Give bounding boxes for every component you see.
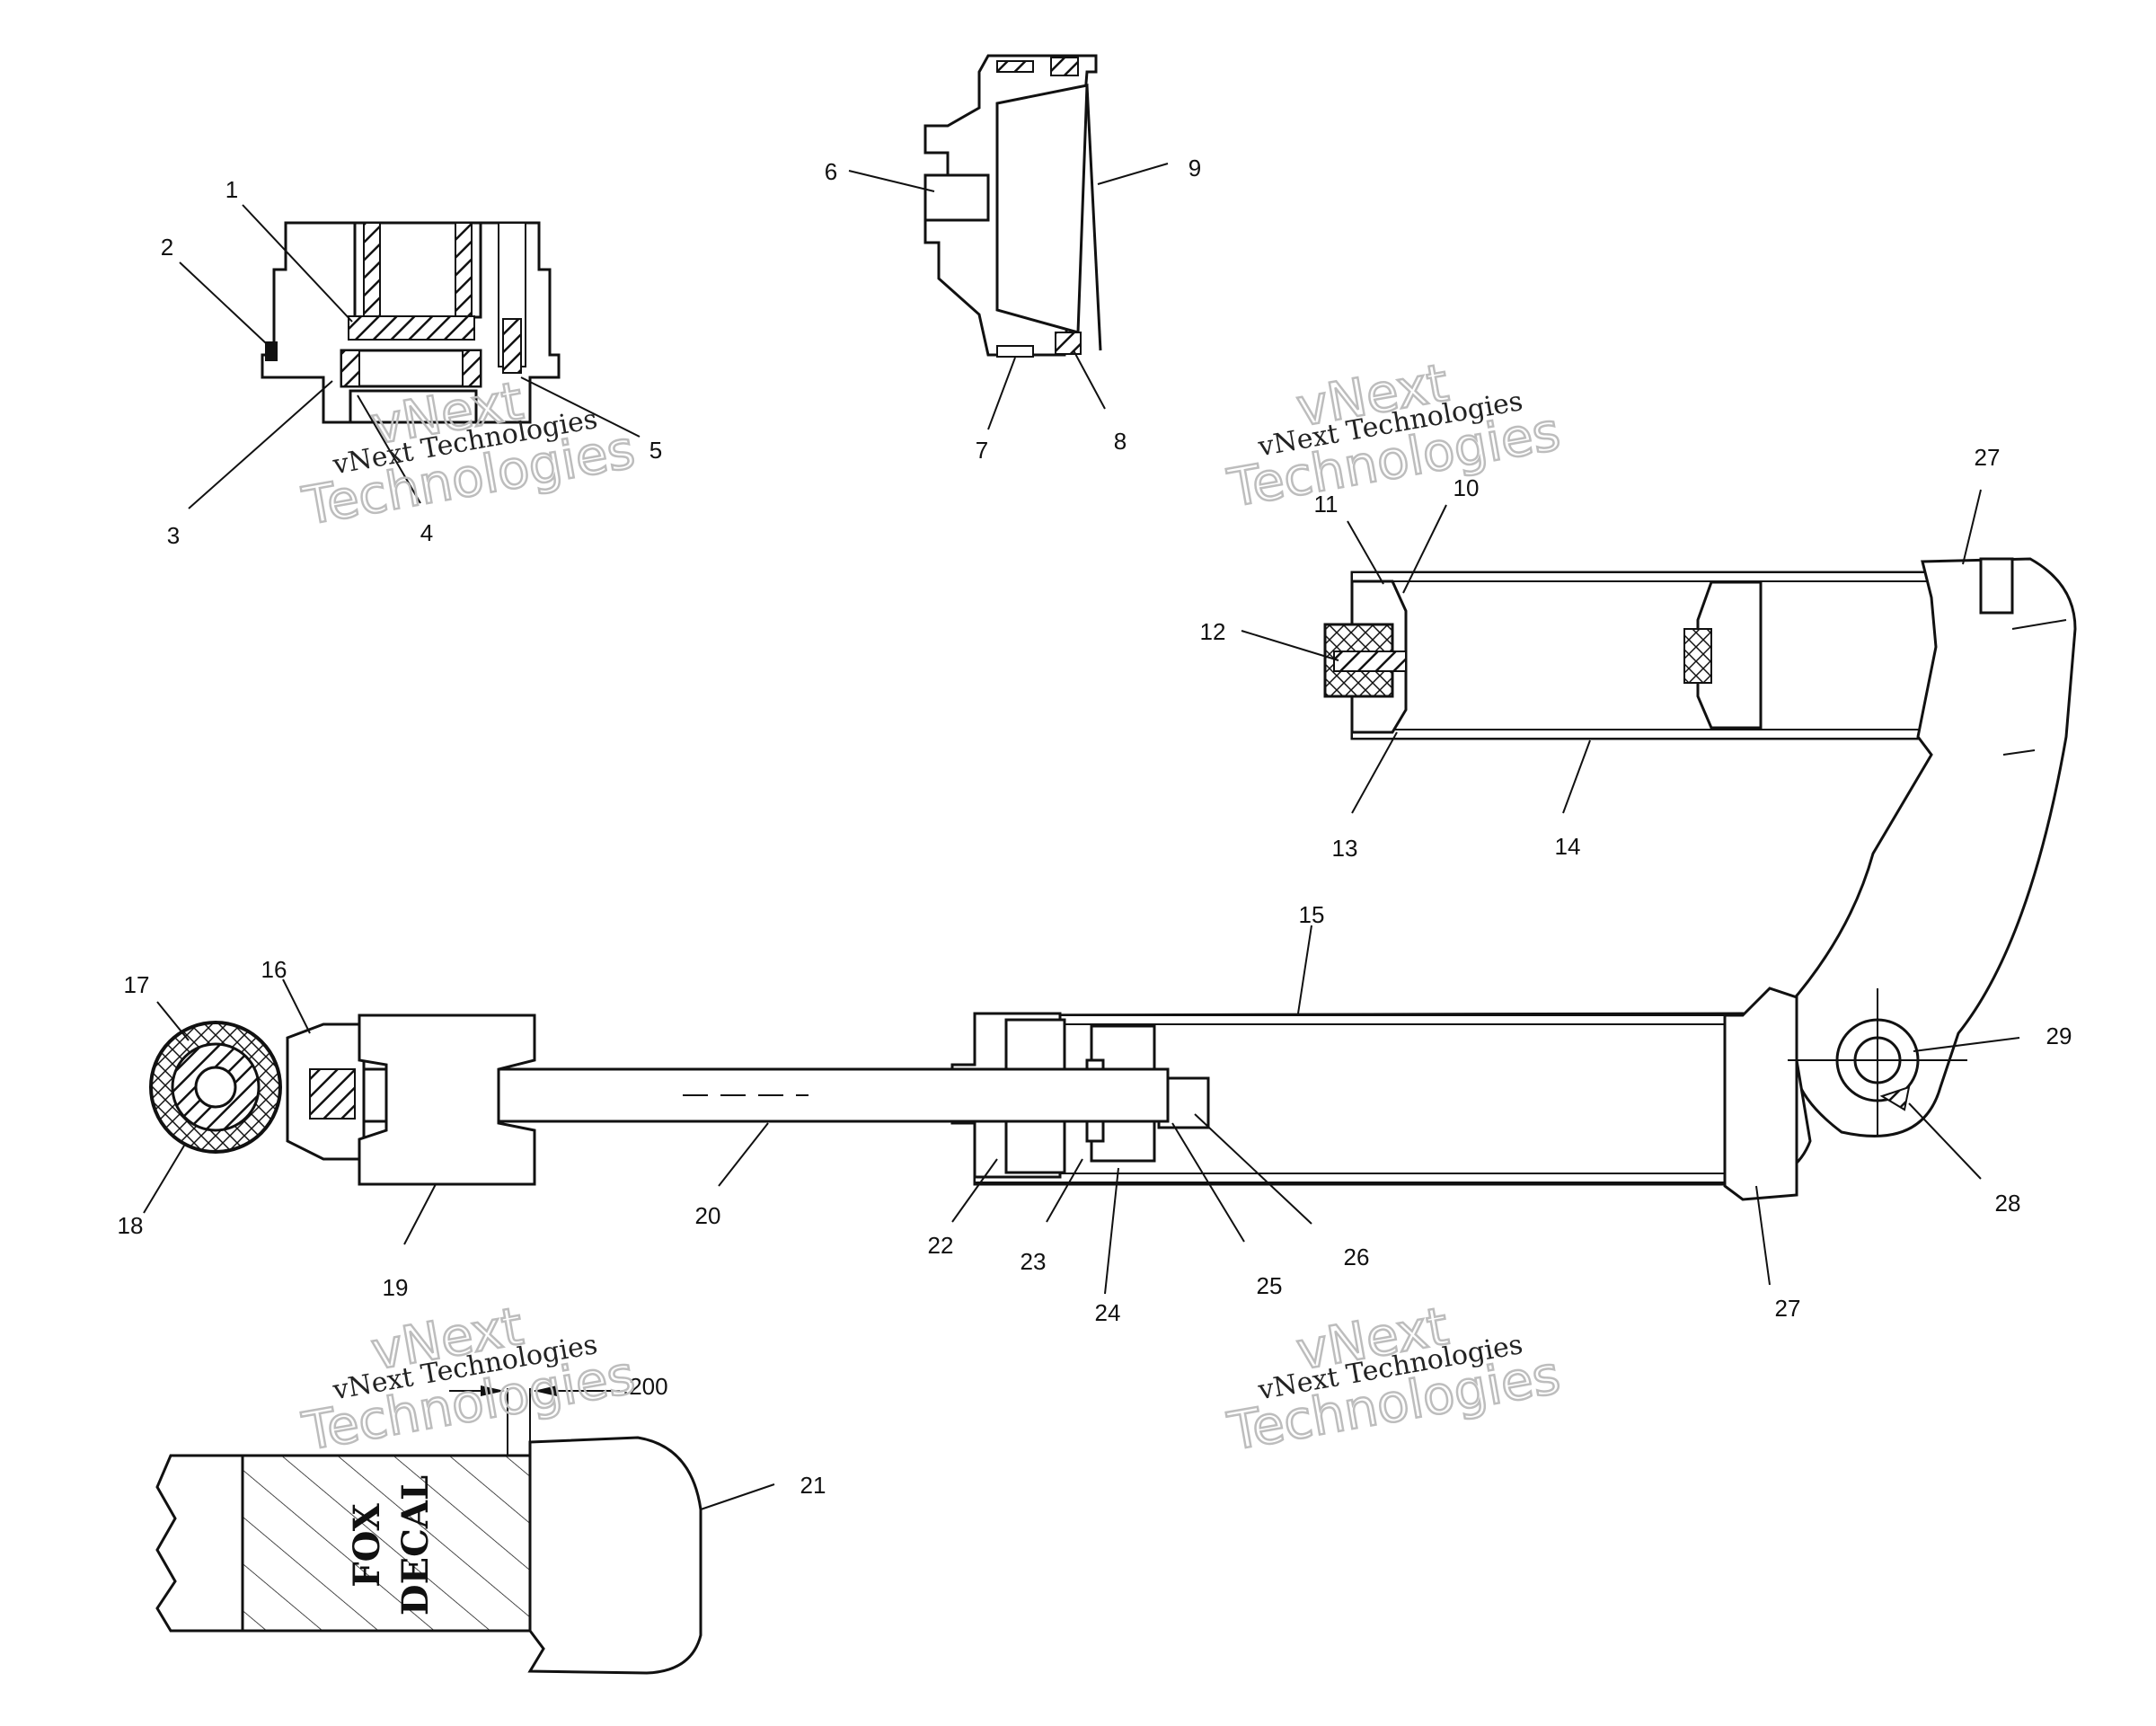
callout-12: 12 — [1200, 618, 1226, 645]
decal-line-1: FOX — [346, 1503, 388, 1588]
callout-21: 21 — [800, 1472, 826, 1499]
callout-20: 20 — [695, 1202, 721, 1229]
callout-26: 26 — [1344, 1244, 1370, 1270]
callout-4: 4 — [420, 519, 433, 546]
callout-labels: 1 2 3 4 5 6 7 8 9 10 11 12 13 14 15 16 1… — [118, 155, 2072, 1499]
callout-22: 22 — [928, 1232, 954, 1259]
watermark-top-right: vNext Technologies vNext Technologies — [1223, 350, 1566, 520]
shaft-and-eyelet — [149, 1013, 1170, 1186]
callout-6: 6 — [825, 158, 837, 185]
callout-29: 29 — [2046, 1022, 2072, 1049]
callout-1: 1 — [225, 176, 238, 203]
decal-band-detail — [155, 1385, 702, 1675]
callout-8: 8 — [1114, 428, 1127, 455]
callout-10: 10 — [1454, 474, 1480, 501]
dimension-label: .200 — [623, 1373, 668, 1400]
piston-detail — [923, 54, 1102, 358]
watermark-bottom-right: vNext Technologies vNext Technologies — [1223, 1294, 1566, 1464]
callout-3: 3 — [167, 522, 180, 549]
callout-11: 11 — [1314, 491, 1339, 518]
callout-13: 13 — [1332, 835, 1358, 862]
callout-27-top: 27 — [1975, 444, 2001, 471]
callout-25: 25 — [1257, 1272, 1283, 1299]
callout-28: 28 — [1995, 1190, 2021, 1217]
callout-5: 5 — [649, 437, 662, 464]
reservoir-assembly — [1323, 571, 1974, 740]
callout-15: 15 — [1299, 901, 1325, 928]
decal-line-2: DECAL — [394, 1475, 437, 1615]
decal-text: FOX DECAL — [346, 1475, 437, 1615]
leader-lines — [143, 163, 2020, 1510]
callout-24: 24 — [1095, 1299, 1121, 1326]
callout-2: 2 — [161, 234, 173, 261]
callout-19: 19 — [383, 1274, 409, 1301]
callout-17: 17 — [124, 971, 150, 998]
watermark-bottom-left: vNext Technologies vNext Technologies — [297, 1294, 641, 1464]
callout-7: 7 — [976, 437, 988, 464]
seal-head-detail — [261, 221, 561, 424]
callout-18: 18 — [118, 1212, 144, 1239]
callout-23: 23 — [1021, 1248, 1047, 1275]
callout-27-bottom: 27 — [1775, 1295, 1801, 1322]
callout-16: 16 — [261, 956, 287, 983]
callout-9: 9 — [1188, 155, 1201, 181]
callout-14: 14 — [1555, 833, 1581, 860]
